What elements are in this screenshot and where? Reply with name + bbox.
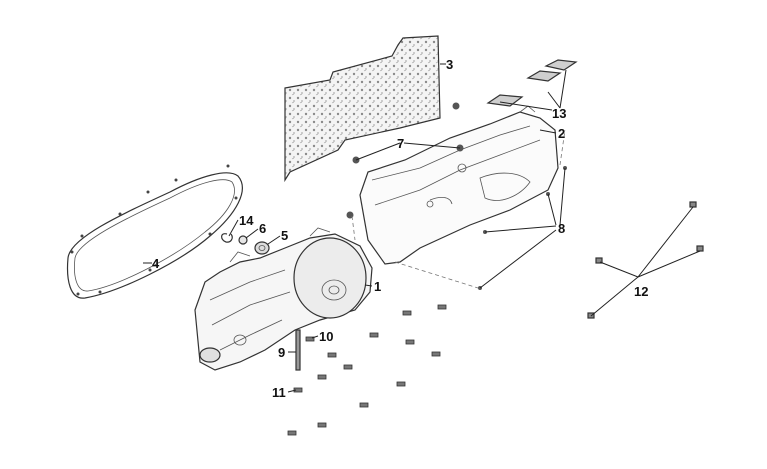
label-12: 12 bbox=[634, 284, 648, 299]
foam-pads bbox=[486, 59, 578, 107]
dowel-pin bbox=[295, 329, 301, 371]
washer bbox=[238, 235, 248, 245]
label-7: 7 bbox=[397, 136, 404, 151]
label-13: 13 bbox=[552, 106, 566, 121]
assembly-lines bbox=[351, 129, 566, 289]
leader-lines bbox=[143, 63, 701, 393]
callout-labels: 1 2 3 4 5 6 7 8 9 10 11 12 13 14 bbox=[152, 57, 648, 400]
label-2: 2 bbox=[558, 126, 565, 141]
label-9: 9 bbox=[278, 345, 285, 360]
crankcase-cover bbox=[194, 227, 373, 371]
label-6: 6 bbox=[259, 221, 266, 236]
label-10: 10 bbox=[319, 329, 333, 344]
circlip bbox=[221, 233, 233, 243]
label-3: 3 bbox=[446, 57, 453, 72]
label-14: 14 bbox=[239, 213, 254, 228]
bolts bbox=[287, 304, 447, 436]
label-11: 11 bbox=[272, 385, 286, 400]
oil-seal bbox=[254, 241, 270, 255]
label-1: 1 bbox=[374, 279, 381, 294]
label-5: 5 bbox=[281, 228, 288, 243]
cover-gasket bbox=[66, 164, 243, 299]
label-8: 8 bbox=[558, 221, 565, 236]
air-filter-element bbox=[284, 35, 441, 183]
label-4: 4 bbox=[152, 256, 160, 271]
long-bolts bbox=[587, 201, 704, 319]
